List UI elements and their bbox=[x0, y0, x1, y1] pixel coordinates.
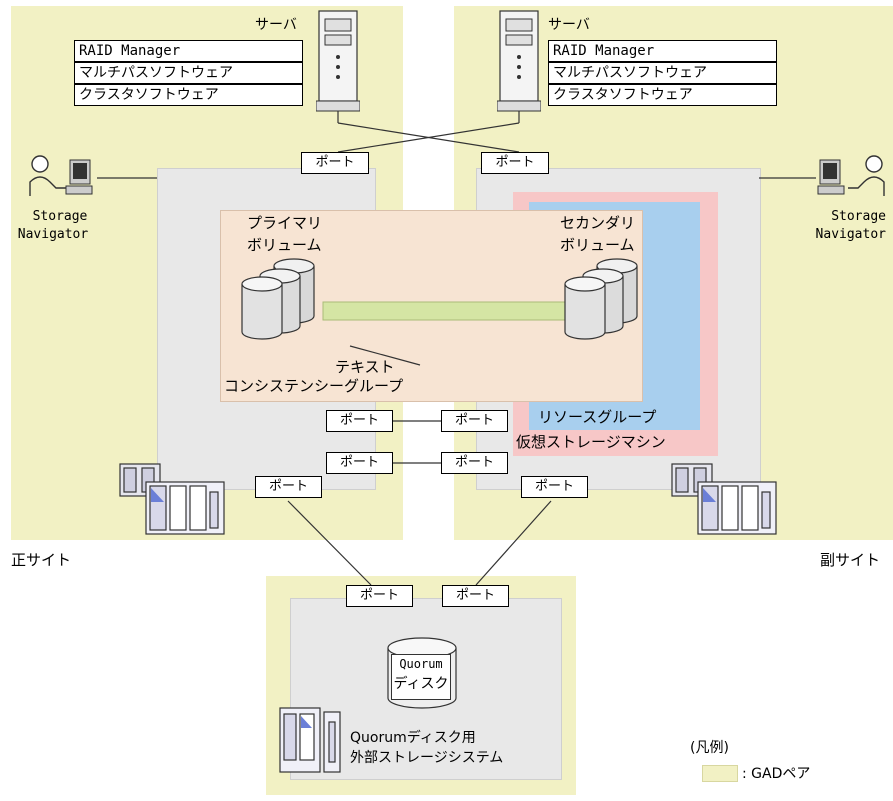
consistency-text-annotation: テキスト bbox=[335, 358, 395, 376]
software-raid-manager: RAID Manager bbox=[74, 40, 303, 62]
storage-navigator-label-primary: Storage Navigator bbox=[17, 209, 89, 242]
software-multipath: マルチパスソフトウェア bbox=[74, 62, 303, 84]
port-external-2: ポート bbox=[442, 585, 509, 607]
port-secondary-quorum: ポート bbox=[521, 476, 588, 498]
server-icon bbox=[316, 10, 360, 112]
storage-navigator-user-icon bbox=[29, 155, 93, 196]
external-storage-label: Quorumディスク用 外部ストレージシステム bbox=[350, 730, 504, 766]
port-primary-quorum: ポート bbox=[255, 476, 322, 498]
storage-navigator-label-secondary: Storage Navigator bbox=[815, 209, 886, 242]
virtual-storage-machine-label: 仮想ストレージマシン bbox=[516, 433, 666, 451]
server-label-primary: サーバ bbox=[255, 17, 297, 33]
primary-site-label: 正サイト bbox=[11, 551, 72, 569]
software-cluster: クラスタソフトウェア bbox=[74, 84, 303, 106]
consistency-group-label: コンシステンシーグループ bbox=[224, 377, 404, 395]
port-primary-pair-2: ポート bbox=[326, 452, 393, 474]
secondary-volume-label: セカンダリ ボリューム bbox=[560, 214, 636, 254]
port-secondary-pair-1: ポート bbox=[441, 410, 508, 432]
legend-swatch bbox=[702, 765, 738, 782]
software-raid-manager: RAID Manager bbox=[548, 40, 777, 62]
external-storage-icon bbox=[279, 707, 341, 773]
secondary-site-label: 副サイト bbox=[820, 551, 881, 569]
port-secondary-pair-2: ポート bbox=[441, 452, 508, 474]
software-multipath: マルチパスソフトウェア bbox=[548, 62, 777, 84]
port-external-1: ポート bbox=[346, 585, 413, 607]
legend-item-label: : GADペア bbox=[742, 766, 811, 782]
port-secondary-server: ポート bbox=[481, 152, 549, 174]
resource-group-label: リソースグループ bbox=[538, 408, 657, 426]
storage-system-icon bbox=[119, 463, 225, 535]
software-cluster: クラスタソフトウェア bbox=[548, 84, 777, 106]
storage-navigator-user-icon bbox=[817, 155, 885, 196]
primary-volume-disk-icon bbox=[241, 258, 315, 340]
port-primary-pair-1: ポート bbox=[326, 410, 393, 432]
legend-title: (凡例) bbox=[690, 740, 729, 756]
server-label-secondary: サーバ bbox=[548, 17, 590, 33]
primary-volume-label: プライマリ ボリューム bbox=[247, 214, 323, 254]
storage-system-icon bbox=[671, 463, 777, 535]
server-icon bbox=[497, 10, 541, 112]
port-primary-server: ポート bbox=[301, 152, 369, 174]
secondary-volume-disk-icon bbox=[564, 258, 638, 340]
quorum-disk-label: Quorum ディスク bbox=[391, 654, 451, 700]
